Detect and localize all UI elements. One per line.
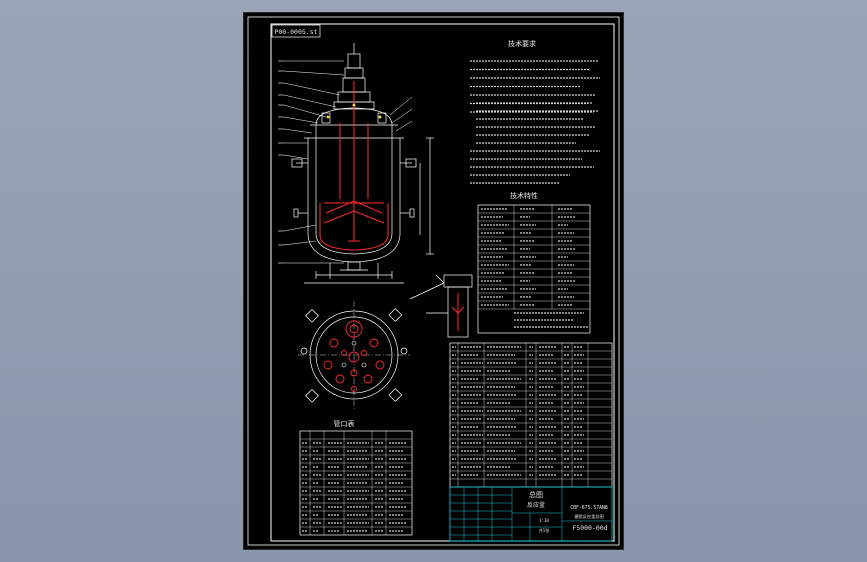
title-name-1: 总图 <box>529 490 543 499</box>
tech-requirements-body <box>470 60 600 184</box>
leader-lines <box>283 60 413 264</box>
reactor-front-view <box>291 43 434 284</box>
top-view-nozzles-red <box>323 320 385 392</box>
title-company: CBF-675.57AN8 <box>570 505 608 511</box>
tech-specs-table <box>477 204 591 334</box>
detail-view-red <box>451 293 465 331</box>
parts-list-table <box>449 342 613 488</box>
detail-view <box>409 274 473 338</box>
title-name-2: 反应釜 <box>527 501 545 509</box>
agitator-red <box>319 81 389 251</box>
title-scale: 1:10 <box>539 518 549 523</box>
nozzle-table-title: 管口表 <box>334 419 355 428</box>
title-block: 总图 反应釜 CBF-675.57AN8 搪瓷反应釜总图 F5000-00d 1… <box>449 486 613 542</box>
drawing-sheet: P00-0005.st <box>244 13 623 549</box>
title-subtitle: 搪瓷反应釜总图 <box>574 513 603 520</box>
part-balloons <box>278 60 284 264</box>
cad-drawing: P00-0005.st <box>247 16 620 546</box>
drawing-number-box: P00-0005.st <box>271 24 321 38</box>
title-sheet: 共1张 <box>539 527 550 533</box>
outer-frame <box>247 16 620 546</box>
inner-frame <box>270 23 615 542</box>
tech-specs-title: 技术特性 <box>510 191 538 200</box>
nozzle-table <box>299 430 413 536</box>
top-view-white-circles <box>341 340 367 368</box>
reactor-top-view <box>298 301 410 409</box>
nozzle-frame <box>299 430 413 536</box>
drawing-number-top: P00-0005.st <box>274 28 317 36</box>
markers-yellow <box>326 103 382 119</box>
tech-requirements-title: 技术要求 <box>508 39 536 48</box>
title-drawing-number: F5000-00d <box>572 524 607 532</box>
